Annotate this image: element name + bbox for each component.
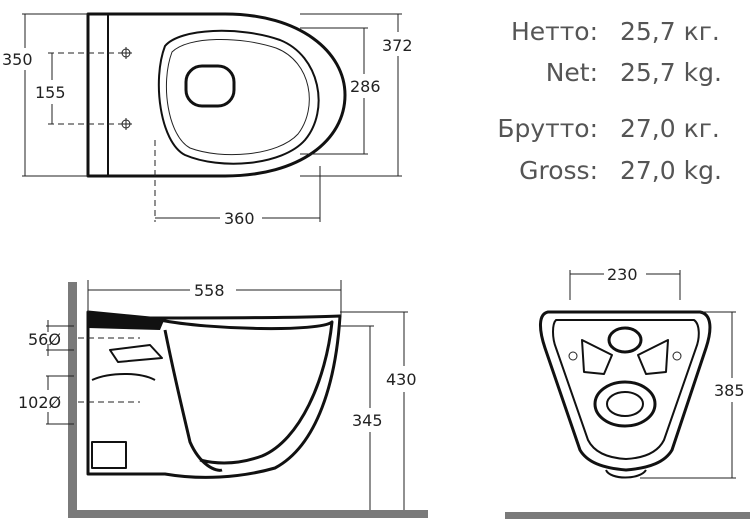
wall-section — [68, 282, 77, 518]
dim-230-label: 230 — [607, 265, 638, 284]
weights-table: Нетто: 25,7 кг. Net: 25,7 kg. Брутто: 27… — [497, 17, 722, 185]
netto-ru-label: Нетто: — [511, 17, 598, 46]
side-view-siphon — [163, 329, 223, 472]
back-view-fixing-right — [672, 351, 682, 361]
side-view-trap — [109, 344, 163, 363]
top-view-bowl-outline — [86, 12, 347, 178]
side-view: 558 56Ø 102Ø 430 345 — [18, 280, 428, 518]
side-view-inner-bowl — [159, 318, 334, 465]
gross-en-label: Gross: — [519, 156, 598, 185]
dim-372-label: 372 — [382, 36, 413, 55]
net-en-value: 25,7 kg. — [620, 58, 722, 87]
dim-155-label: 155 — [35, 83, 66, 102]
side-view-base-block — [91, 441, 127, 469]
side-view-rim-plate — [88, 312, 165, 330]
dim-56-label: 56Ø — [28, 330, 61, 349]
top-view-rim-inner — [166, 38, 310, 156]
back-view-inlet — [607, 326, 643, 354]
top-view-back-plate — [88, 13, 109, 177]
dim-385-label: 385 — [714, 381, 745, 400]
top-view-seat-ring — [157, 29, 320, 165]
back-view-outline — [539, 310, 712, 472]
brutto-ru-value: 27,0 кг. — [620, 114, 720, 143]
dim-345-label: 345 — [352, 411, 383, 430]
top-view: 350 155 372 286 360 — [2, 12, 413, 228]
top-view-drain — [184, 64, 236, 108]
floor-section — [68, 510, 428, 518]
back-view-outlet — [593, 380, 657, 428]
brutto-ru-label: Брутто: — [497, 114, 598, 143]
back-view-fixing-left — [568, 351, 578, 361]
gross-en-value: 27,0 kg. — [620, 156, 722, 185]
netto-ru-value: 25,7 кг. — [620, 17, 720, 46]
back-view-inner — [552, 319, 700, 460]
net-en-label: Net: — [546, 58, 598, 87]
back-view: 230 385 — [505, 265, 750, 519]
dim-102-label: 102Ø — [18, 393, 61, 412]
dim-430-label: 430 — [386, 370, 417, 389]
dim-350-label: 350 — [2, 50, 33, 69]
dim-360-label: 360 — [224, 209, 255, 228]
side-view-bowl-outline — [86, 310, 342, 479]
dim-558-label: 558 — [194, 281, 225, 300]
back-view-floor — [505, 512, 750, 519]
dim-286-label: 286 — [350, 77, 381, 96]
